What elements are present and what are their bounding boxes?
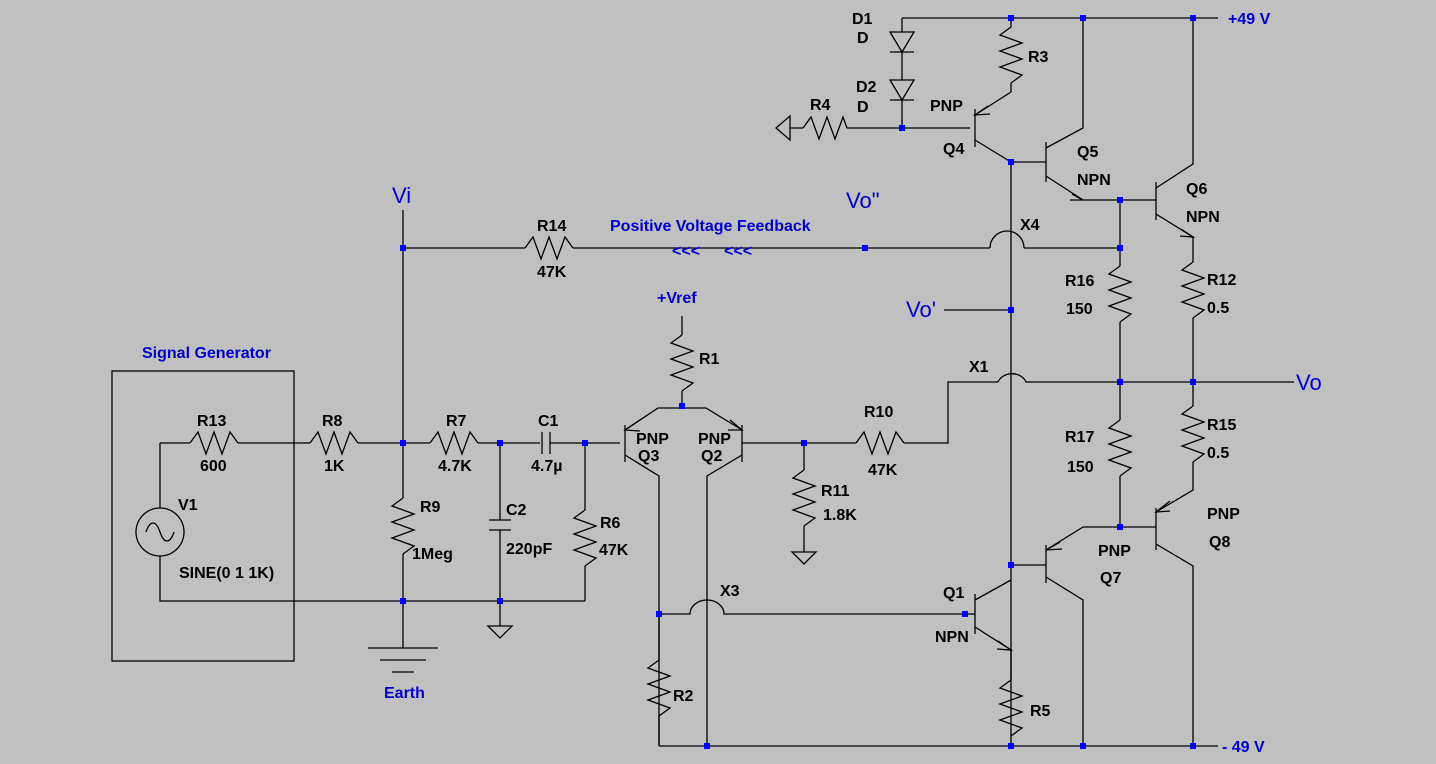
q1-name: Q1 <box>943 585 964 602</box>
r11-name: R11 <box>821 483 850 500</box>
c1-value: 4.7µ <box>531 458 562 475</box>
r4-name: R4 <box>810 97 831 114</box>
r8-value: 1K <box>324 458 345 475</box>
q7-type: PNP <box>1098 543 1131 560</box>
vo-label: Vo <box>1296 370 1322 395</box>
d1-name: D1 <box>852 11 873 28</box>
r6-value: 47K <box>599 542 629 559</box>
c1-name: C1 <box>538 413 559 430</box>
q4-type: PNP <box>930 98 963 115</box>
r1-name: R1 <box>699 351 720 368</box>
signal-generator-block <box>111 370 585 662</box>
earth-label: Earth <box>384 685 425 702</box>
vas-driver <box>775 18 1206 746</box>
r16-value: 150 <box>1066 301 1093 318</box>
r9-value: 1Meg <box>412 546 453 563</box>
r10-name: R10 <box>864 404 893 421</box>
x1-label: X1 <box>969 359 989 376</box>
r13-value: 600 <box>200 458 227 475</box>
vcc-label: +49 V <box>1228 11 1271 28</box>
feedback-arrow-2: <<< <box>724 243 752 260</box>
feedback-arrow-1: <<< <box>672 243 700 260</box>
v1-name: V1 <box>178 497 198 514</box>
d2-value: D <box>857 99 869 116</box>
q3-type: PNP <box>636 431 669 448</box>
r17-value: 150 <box>1067 459 1094 476</box>
q6-name: Q6 <box>1186 181 1207 198</box>
r13-name: R13 <box>197 413 226 430</box>
r3-name: R3 <box>1028 49 1049 66</box>
transistor-arrows <box>623 105 1196 651</box>
labels: +49 V - 49 V Vi Vo Vo' Vo" +Vref Earth S… <box>142 11 1322 756</box>
r12-value: 0.5 <box>1207 300 1229 317</box>
vi-label: Vi <box>392 183 411 208</box>
r16-name: R16 <box>1065 273 1094 290</box>
q2-name: Q2 <box>701 448 722 465</box>
q5-type: NPN <box>1077 172 1111 189</box>
c2-name: C2 <box>506 502 527 519</box>
r7-name: R7 <box>446 413 467 430</box>
r17-name: R17 <box>1065 429 1094 446</box>
differential-pair <box>624 316 1294 746</box>
q4-name: Q4 <box>943 141 964 158</box>
q5-name: Q5 <box>1077 144 1098 161</box>
q7-name: Q7 <box>1100 570 1121 587</box>
r2-name: R2 <box>673 688 694 705</box>
r9-name: R9 <box>420 499 441 516</box>
supply-rails <box>659 17 1218 747</box>
x4-label: X4 <box>1020 217 1040 234</box>
q8-name: Q8 <box>1209 534 1230 551</box>
q3-name: Q3 <box>638 448 659 465</box>
input-chain <box>300 210 620 673</box>
signal-generator-label: Signal Generator <box>142 345 271 362</box>
vo-prime-label: Vo' <box>906 297 936 322</box>
q2-type: PNP <box>698 431 731 448</box>
vo-dprime-label: Vo" <box>846 188 880 213</box>
vref-label: +Vref <box>657 290 697 307</box>
feedback-label: Positive Voltage Feedback <box>610 218 811 235</box>
r15-name: R15 <box>1207 417 1236 434</box>
d2-name: D2 <box>856 79 877 96</box>
x3-label: X3 <box>720 583 740 600</box>
junction-dots <box>400 15 1196 749</box>
r6-name: R6 <box>600 515 621 532</box>
q1-type: NPN <box>935 629 969 646</box>
r8-name: R8 <box>322 413 343 430</box>
feedback-path <box>403 230 1120 261</box>
q6-type: NPN <box>1186 209 1220 226</box>
r15-value: 0.5 <box>1207 445 1229 462</box>
vee-label: - 49 V <box>1222 739 1265 756</box>
r14-name: R14 <box>537 218 566 235</box>
r14-value: 47K <box>537 264 567 281</box>
q8-type: PNP <box>1207 506 1240 523</box>
v1-value: SINE(0 1 1K) <box>179 565 274 582</box>
r7-value: 4.7K <box>438 458 472 475</box>
r10-value: 47K <box>868 462 898 479</box>
c2-value: 220pF <box>506 541 552 558</box>
r11-value: 1.8K <box>823 507 857 524</box>
r12-name: R12 <box>1207 272 1236 289</box>
r5-name: R5 <box>1030 703 1051 720</box>
d1-value: D <box>857 30 869 47</box>
